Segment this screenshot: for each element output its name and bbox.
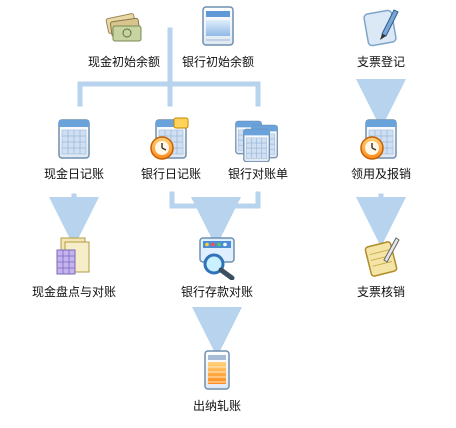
document-stack-icon (56, 237, 90, 275)
calendar-stack-icon (235, 116, 281, 162)
calendar-clock-icon (148, 117, 189, 162)
node-cash-journal[interactable]: 现金日记账 (19, 116, 129, 188)
node-label: 出纳轧账 (192, 399, 241, 413)
node-label: 现金盘点与对账 (31, 285, 116, 299)
cheque-pen-icon (363, 9, 399, 47)
cash-notes-icon (105, 13, 142, 42)
node-cheque-claim-reimburse[interactable]: 领用及报销 (326, 116, 436, 188)
node-bank-opening-balance[interactable]: 银行初始余额 (163, 4, 273, 76)
node-label: 银行日记账 (140, 167, 201, 181)
node-label: 领用及报销 (350, 167, 411, 181)
calendar-clock-icon (358, 116, 404, 162)
node-label: 银行初始余额 (181, 55, 254, 69)
calendar-icon (51, 116, 97, 162)
node-cheque-writeoff[interactable]: 支票核销 (326, 234, 436, 306)
node-label: 银行对账单 (227, 167, 288, 181)
node-label: 支票核销 (356, 285, 405, 299)
node-cashier-ledger[interactable]: 出纳轧账 (162, 348, 272, 420)
ledger-icon (204, 350, 230, 390)
notepad-pen-icon (364, 237, 400, 277)
node-cheque-register[interactable]: 支票登记 (326, 4, 436, 76)
node-label: 现金初始余额 (87, 55, 160, 69)
node-bank-journal[interactable]: 银行日记账 (116, 116, 226, 188)
node-bank-deposit-reconcile[interactable]: 银行存款对账 (162, 234, 272, 306)
node-label: 银行存款对账 (180, 285, 253, 299)
node-label: 支票登记 (356, 55, 405, 69)
magnifier-icon (199, 237, 235, 280)
node-bank-reconciliation[interactable]: 银行对账单 (203, 116, 313, 188)
node-label: 现金日记账 (43, 167, 104, 181)
node-cash-opening-balance[interactable]: 现金初始余额 (69, 4, 179, 76)
node-cash-count-reconcile[interactable]: 现金盘点与对账 (19, 234, 129, 306)
bank-form-icon (202, 6, 234, 46)
